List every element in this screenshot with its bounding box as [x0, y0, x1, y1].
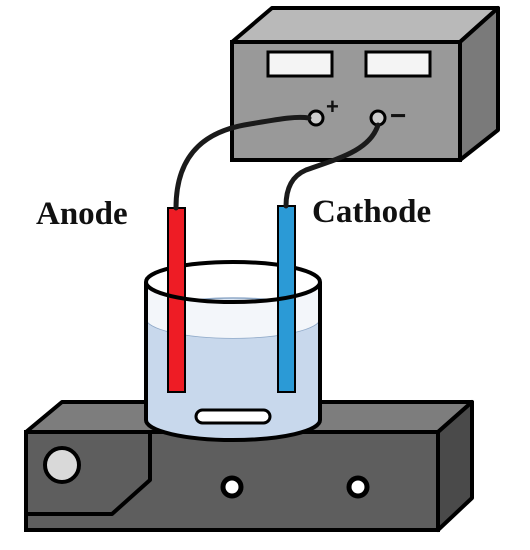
beaker-rim-front	[144, 281, 322, 304]
beaker-rim-back	[144, 260, 322, 283]
current-display	[364, 50, 432, 78]
beaker	[144, 260, 322, 442]
stir-bar	[194, 408, 272, 425]
power-supply-top	[230, 6, 500, 44]
stirrer-button-left	[220, 475, 244, 499]
speed-knob	[43, 446, 81, 484]
anode-label: Anode	[36, 196, 128, 232]
beaker-upper-glass	[146, 282, 320, 338]
cathode-label: Cathode	[312, 194, 431, 230]
stirrer-control-panel	[26, 430, 152, 516]
positive-terminal-label: +	[326, 94, 339, 119]
stirrer-button-right	[346, 475, 370, 499]
voltage-display	[266, 50, 334, 78]
cathode-wire	[283, 122, 381, 209]
negative-terminal-label: −	[390, 100, 406, 131]
anode-wire	[173, 114, 312, 211]
beaker-wall	[144, 282, 322, 442]
power-supply: + −	[230, 6, 500, 162]
